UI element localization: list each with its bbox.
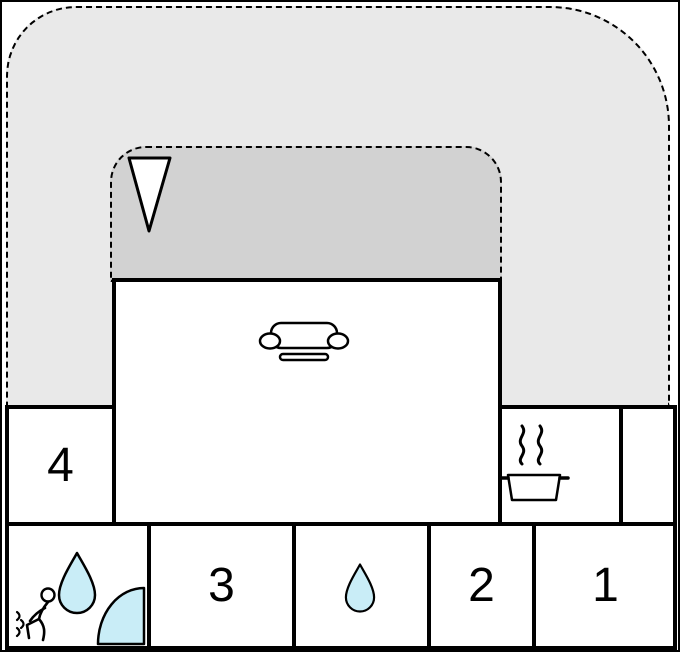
wall-horizontal-divider <box>9 522 673 526</box>
covered-terrace <box>110 146 502 282</box>
water-drop-large-icon <box>57 551 97 615</box>
room-2-label: 2 <box>468 559 495 612</box>
wall-room2-room1 <box>532 526 536 646</box>
cooking-pot-icon <box>498 424 570 502</box>
wall-kitchen-sideroom <box>619 409 623 522</box>
wall-waterroom-room2 <box>427 526 431 646</box>
corner-shower-icon <box>96 586 146 646</box>
north-direction-triangle-icon <box>127 156 172 233</box>
room-1-label: 1 <box>592 559 619 612</box>
sofa-icon <box>258 321 350 362</box>
water-drop-small-icon <box>344 563 376 613</box>
room-3-label: 3 <box>208 559 235 612</box>
wall-room4-living <box>112 409 116 522</box>
wall-living-kitchen <box>498 409 502 522</box>
wall-room3-waterroom <box>292 526 296 646</box>
room-4-label: 4 <box>47 439 74 492</box>
wall-bathroom-room3 <box>147 526 151 646</box>
person-in-steam-icon <box>15 587 56 642</box>
